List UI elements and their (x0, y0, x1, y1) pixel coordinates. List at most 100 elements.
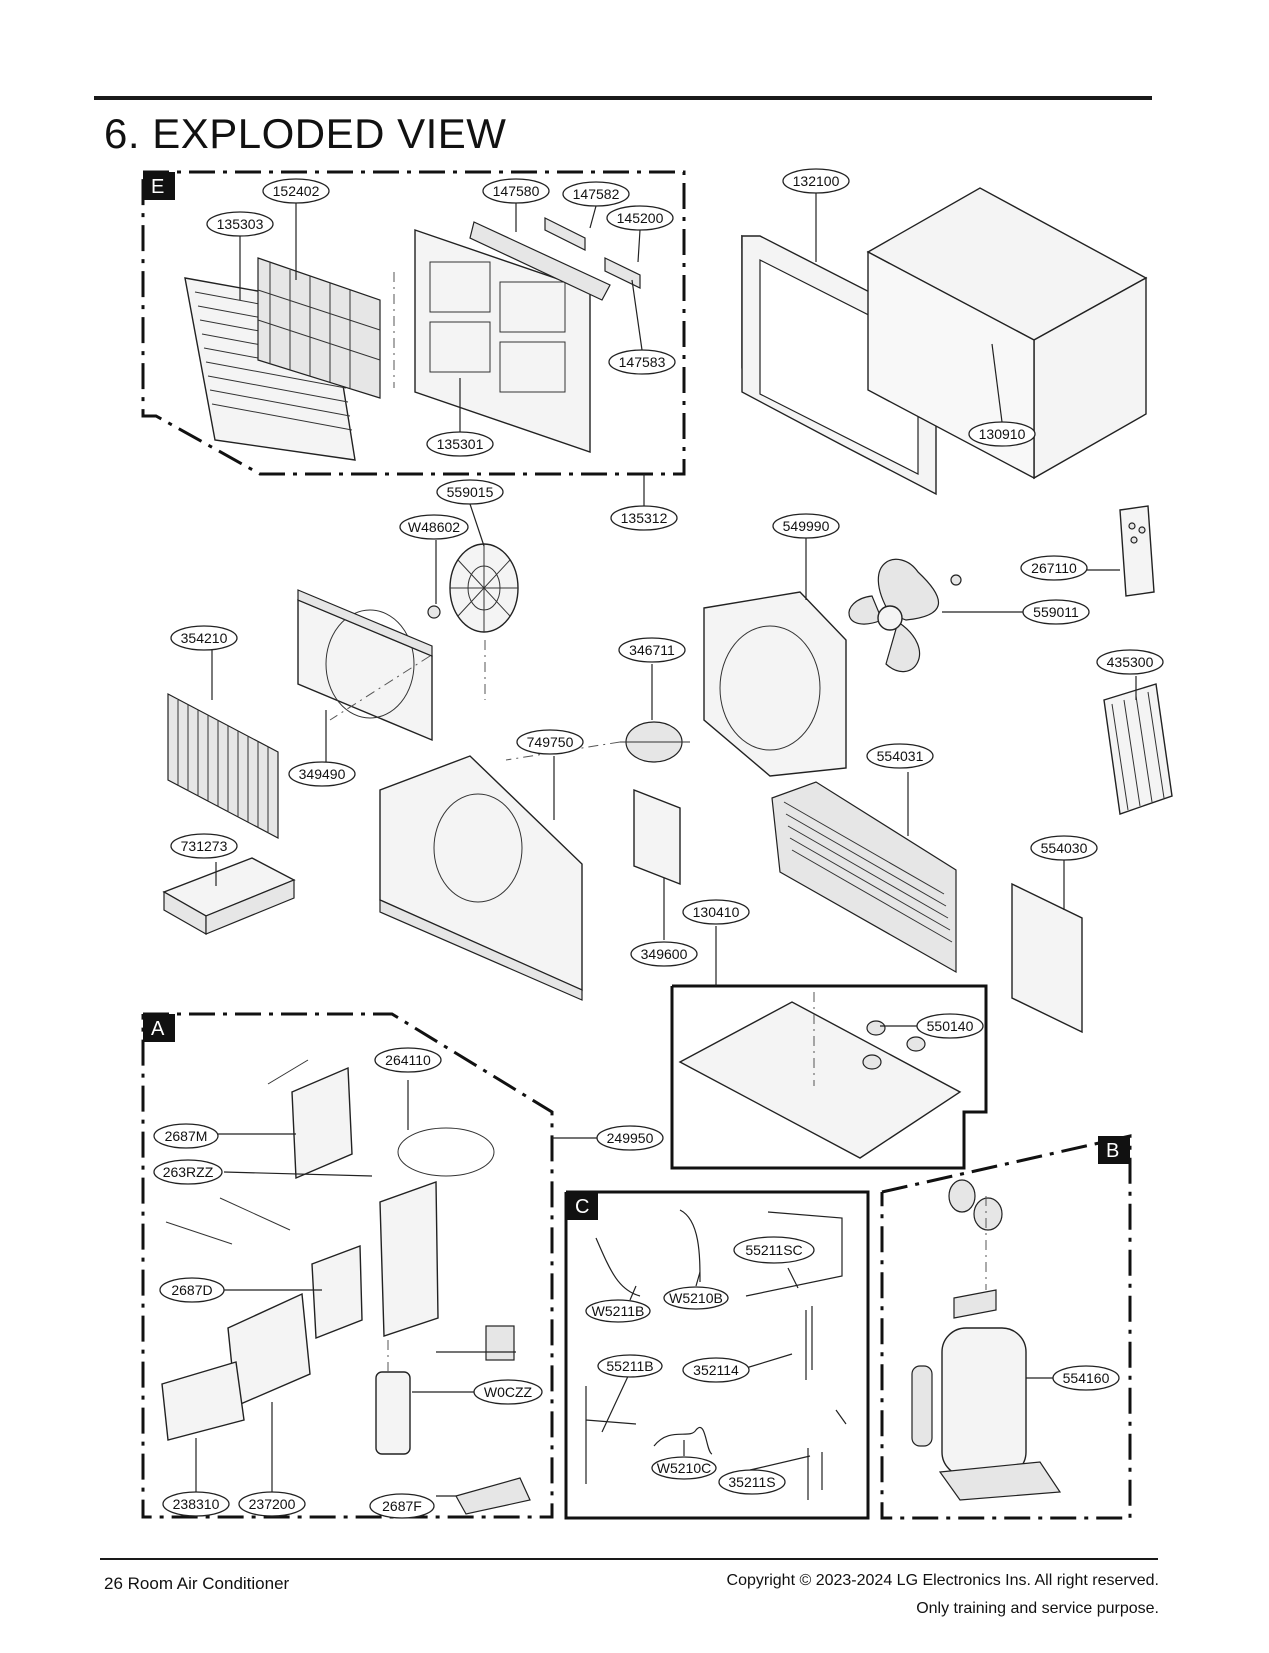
svg-text:132100: 132100 (793, 173, 840, 189)
label-549990: 549990 (772, 513, 840, 539)
svg-text:W5210B: W5210B (669, 1290, 723, 1306)
section-b-frame: B (880, 1134, 1132, 1520)
svg-text:349490: 349490 (299, 766, 346, 782)
label-349600: 349600 (630, 941, 698, 967)
footer-usage-note: Only training and service purpose. (916, 1600, 1159, 1617)
label-346711: 346711 (618, 637, 686, 663)
section-c-badge: C (575, 1196, 589, 1218)
section-a-badge: A (151, 1018, 165, 1040)
svg-text:731273: 731273 (181, 838, 228, 854)
svg-text:147582: 147582 (573, 186, 620, 202)
svg-text:W5210C: W5210C (657, 1460, 711, 1476)
footer-page-label: 26 Room Air Conditioner (104, 1574, 290, 1593)
label-135301: 135301 (426, 431, 494, 457)
label-354210: 354210 (170, 625, 238, 651)
svg-text:349600: 349600 (641, 946, 688, 962)
svg-text:147580: 147580 (493, 183, 540, 199)
svg-text:263RZZ: 263RZZ (163, 1164, 214, 1180)
cabinet-part (866, 187, 1148, 480)
condenser-coil-part (771, 781, 957, 974)
svg-text:559011: 559011 (1033, 604, 1079, 620)
propeller-fan-part (848, 558, 962, 673)
label-238310: 238310 (162, 1491, 230, 1517)
svg-text:749750: 749750 (527, 734, 574, 750)
svg-text:264110: 264110 (385, 1052, 431, 1068)
svg-text:135312: 135312 (621, 510, 668, 526)
label-237200: 237200 (238, 1491, 306, 1517)
blower-wheel-part (427, 543, 519, 633)
svg-text:35211S: 35211S (728, 1474, 775, 1490)
label-559011: 559011 (1022, 599, 1090, 625)
svg-text:352114: 352114 (693, 1362, 739, 1378)
label-559015: 559015 (436, 479, 504, 505)
label-2687F: 2687F (369, 1493, 435, 1519)
svg-text:346711: 346711 (629, 642, 675, 658)
front-panel-part (414, 229, 591, 453)
svg-text:238310: 238310 (173, 1496, 220, 1512)
label-2687D: 2687D (159, 1277, 225, 1303)
section-b-badge: B (1106, 1140, 1119, 1162)
svg-text:152402: 152402 (273, 183, 320, 199)
shroud-part (297, 589, 433, 742)
label-147583: 147583 (608, 349, 676, 375)
label-264110: 264110 (374, 1047, 442, 1073)
leader-lines (195, 192, 1137, 1497)
svg-text:559015: 559015 (447, 484, 494, 500)
remote-control-part (1119, 505, 1155, 597)
label-749750: 749750 (516, 729, 584, 755)
label-152402: 152402 (262, 178, 330, 204)
svg-text:554160: 554160 (1063, 1370, 1110, 1386)
base-pan-frame (670, 984, 988, 1170)
fan-motor-part (620, 721, 690, 763)
label-135312: 135312 (610, 505, 678, 531)
label-W5210B: W5210B (663, 1286, 729, 1310)
svg-text:2687D: 2687D (171, 1282, 212, 1298)
section-a-frame: A (141, 1012, 554, 1519)
svg-text:130410: 130410 (693, 904, 740, 920)
louver-part (469, 221, 611, 301)
page-title: 6. EXPLODED VIEW (104, 110, 507, 157)
svg-text:435300: 435300 (1107, 654, 1154, 670)
air-filter-part (257, 257, 381, 399)
motor-bracket-part (633, 788, 681, 886)
svg-text:135303: 135303 (217, 216, 264, 232)
svg-text:W5211B: W5211B (592, 1303, 645, 1319)
rear-frame-part (741, 234, 937, 496)
svg-text:267110: 267110 (1031, 560, 1077, 576)
svg-text:55211B: 55211B (606, 1358, 653, 1374)
label-349490: 349490 (288, 761, 356, 787)
footer-copyright: Copyright © 2023-2024 LG Electronics Ins… (726, 1572, 1159, 1589)
label-554030: 554030 (1030, 835, 1098, 861)
label-W5210C: W5210C (651, 1456, 717, 1480)
label-135303: 135303 (206, 211, 274, 237)
footer-rule (100, 1558, 1158, 1560)
condenser-shroud-part (703, 591, 847, 777)
label-145200: 145200 (606, 205, 674, 231)
side-plate-part (1011, 882, 1083, 1034)
base-pan-part (379, 755, 583, 1001)
svg-text:2687M: 2687M (165, 1128, 208, 1144)
label-263RZZ: 263RZZ (153, 1159, 223, 1185)
svg-text:249950: 249950 (607, 1130, 654, 1146)
label-554031: 554031 (866, 743, 934, 769)
svg-text:W0CZZ: W0CZZ (484, 1384, 533, 1400)
svg-text:130910: 130910 (979, 426, 1026, 442)
label-435300: 435300 (1096, 649, 1164, 675)
label-550140: 550140 (916, 1013, 984, 1039)
label-147582: 147582 (562, 181, 630, 207)
label-130410: 130410 (682, 899, 750, 925)
label-249950: 249950 (596, 1125, 664, 1151)
accessory-box-part (162, 857, 296, 936)
part-labels: 152402 135303 147580 147582 145200 14758… (153, 168, 1164, 1519)
svg-text:354210: 354210 (181, 630, 228, 646)
section-e-badge: E (151, 176, 164, 198)
svg-text:135301: 135301 (437, 436, 484, 452)
svg-text:2687F: 2687F (382, 1498, 422, 1514)
label-132100: 132100 (782, 168, 850, 194)
section-e-frame: E (141, 170, 686, 476)
label-55211SC: 55211SC (733, 1236, 815, 1264)
svg-text:554031: 554031 (877, 748, 924, 764)
section-c-frame: C (564, 1190, 870, 1520)
label-130910: 130910 (968, 421, 1036, 447)
